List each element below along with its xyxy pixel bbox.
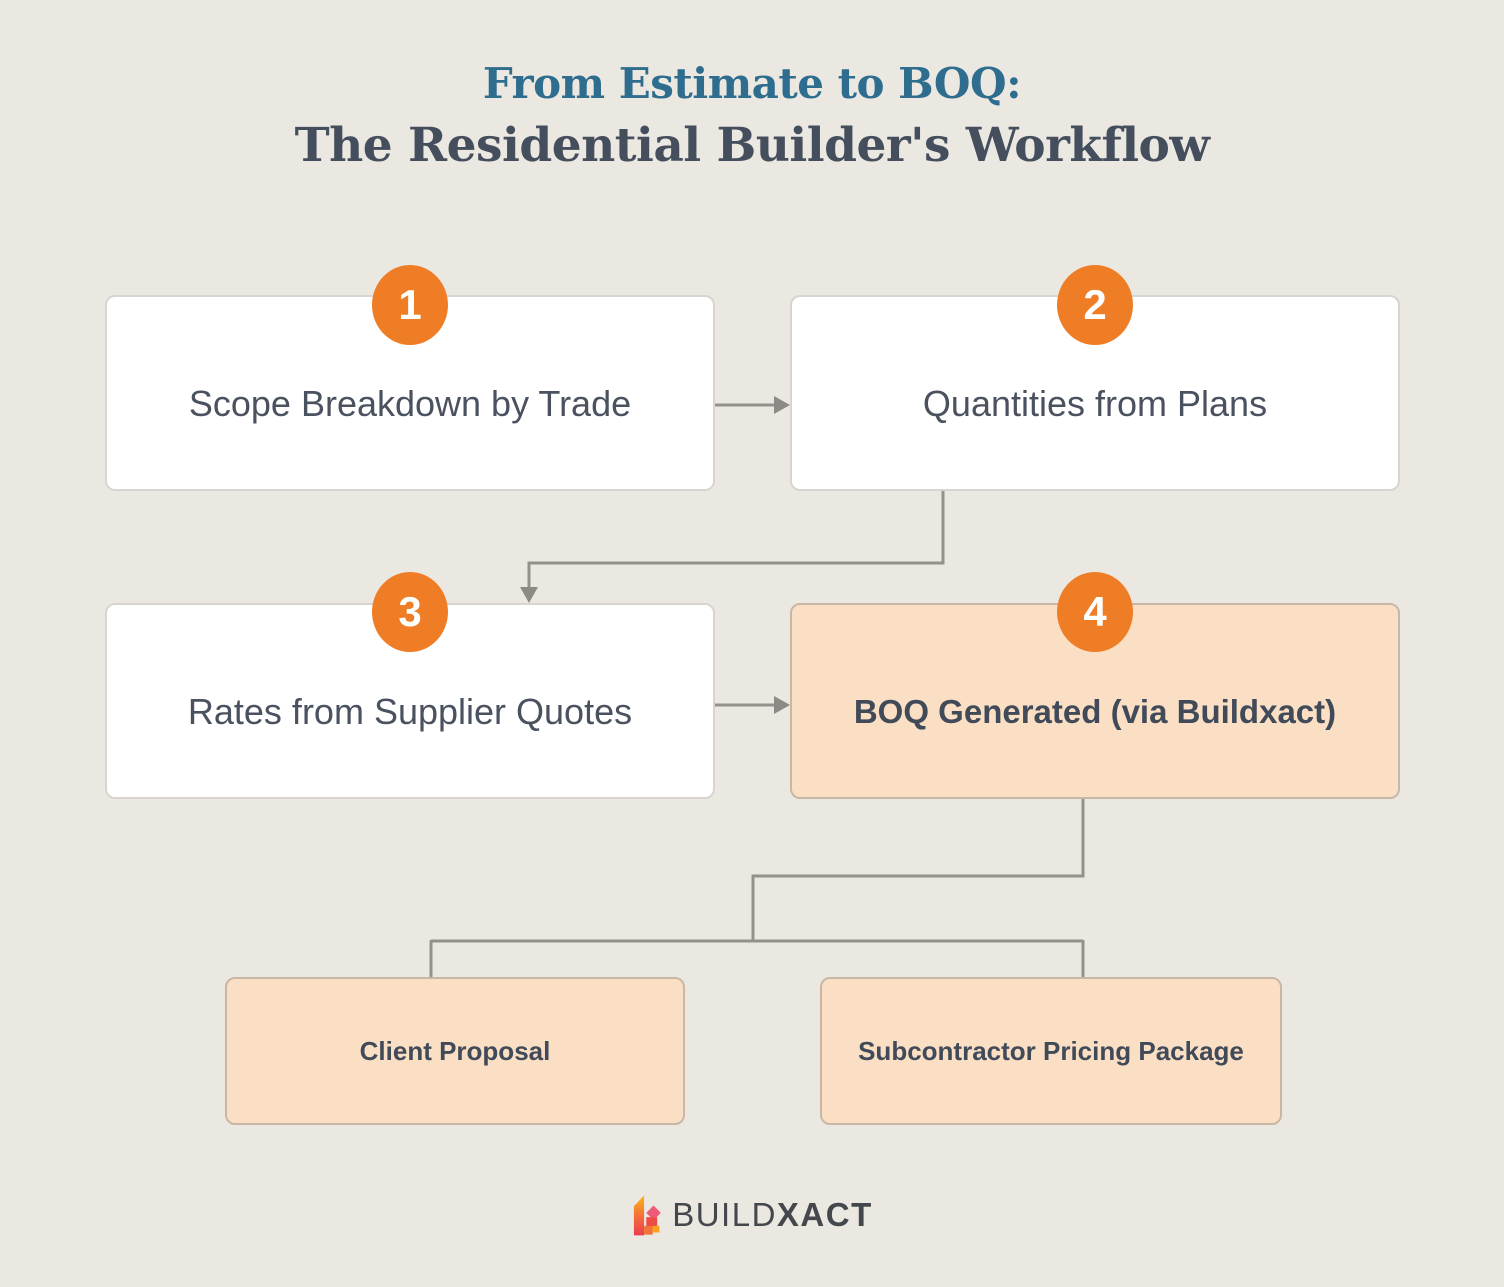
title-line-1: From Estimate to BOQ: <box>482 59 1022 108</box>
buildxact-logo: BUILDXACT <box>0 1192 1504 1238</box>
step-4-number-badge: 4 <box>1057 572 1133 652</box>
output-card-subcontractor-package: Subcontractor Pricing Package <box>820 977 1282 1125</box>
step-1-number-badge: 1 <box>372 265 448 345</box>
buildxact-b-mark-icon <box>634 1195 662 1236</box>
step-card-2: Quantities from Plans <box>790 295 1400 491</box>
step-2-label: Quantities from Plans <box>922 383 1268 424</box>
arrow-step3-to-step4 <box>715 696 790 714</box>
branch-step4-to-outputs <box>429 799 1085 977</box>
output-2-label: Subcontractor Pricing Package <box>858 1035 1244 1066</box>
wordmark-build: BUILD <box>672 1196 777 1233</box>
buildxact-wordmark: BUILDXACT <box>672 1196 873 1234</box>
arrow-step1-to-step2 <box>715 396 790 414</box>
step-3-number-badge: 3 <box>372 572 448 652</box>
step-4-label: BOQ Generated (via Buildxact) <box>853 693 1337 730</box>
output-card-client-proposal: Client Proposal <box>225 977 685 1125</box>
output-1-label: Client Proposal <box>359 1035 551 1066</box>
title-line-2: The Residential Builder's Workflow <box>294 117 1210 173</box>
step-1-label: Scope Breakdown by Trade <box>188 383 632 424</box>
step-3-label: Rates from Supplier Quotes <box>187 691 633 732</box>
wordmark-xact: XACT <box>776 1196 873 1233</box>
step-card-3: Rates from Supplier Quotes <box>105 603 715 799</box>
arrow-step2-to-step3 <box>520 491 945 603</box>
page-title: From Estimate to BOQ: The Residential Bu… <box>0 58 1504 175</box>
step-2-number-badge: 2 <box>1057 265 1133 345</box>
